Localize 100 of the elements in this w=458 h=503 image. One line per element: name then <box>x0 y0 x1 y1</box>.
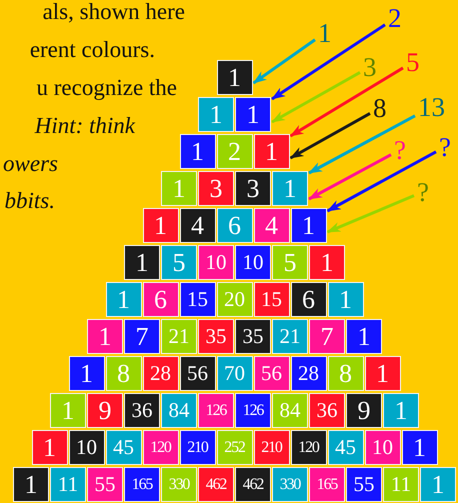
number-cell: 7 <box>309 319 345 354</box>
number-cell: 330 <box>272 467 308 502</box>
number-cell: 1 <box>309 245 345 280</box>
number-cell: 10 <box>364 430 400 465</box>
number-cell: 55 <box>87 467 123 502</box>
arrow <box>271 24 386 100</box>
text-line: u recognize the <box>36 76 177 99</box>
number-cell: 126 <box>198 393 234 428</box>
number-cell: 36 <box>309 393 345 428</box>
number-cell: 1 <box>161 171 197 206</box>
number-cell: 1 <box>328 282 364 317</box>
fibonacci-number: ? <box>394 137 406 164</box>
number-cell: 1 <box>346 319 382 354</box>
number-cell: 6 <box>290 282 326 317</box>
arrow <box>252 38 316 84</box>
number-cell: 84 <box>272 393 308 428</box>
number-cell: 330 <box>161 467 197 502</box>
number-cell: 20 <box>216 282 252 317</box>
number-cell: 210 <box>180 430 216 465</box>
number-cell: 28 <box>142 356 178 391</box>
number-cell: 210 <box>254 430 290 465</box>
number-cell: 165 <box>124 467 160 502</box>
number-cell: 1 <box>420 467 456 502</box>
number-cell: 4 <box>180 208 216 243</box>
number-cell: 1 <box>106 282 142 317</box>
number-cell: 1 <box>254 134 290 169</box>
fibonacci-number: ? <box>417 179 429 206</box>
arrow <box>271 71 361 124</box>
arrow <box>308 153 392 200</box>
number-cell: 5 <box>161 245 197 280</box>
number-cell: 252 <box>216 430 252 465</box>
number-cell: 35 <box>198 319 234 354</box>
number-cell: 1 <box>124 245 160 280</box>
number-cell: 8 <box>106 356 142 391</box>
number-cell: 56 <box>254 356 290 391</box>
arrow <box>326 194 415 234</box>
number-cell: 8 <box>328 356 364 391</box>
number-cell: 120 <box>290 430 326 465</box>
number-cell: 1 <box>402 430 438 465</box>
number-cell: 1 <box>364 356 400 391</box>
number-cell: 120 <box>142 430 178 465</box>
number-cell: 6 <box>216 208 252 243</box>
number-cell: 1 <box>68 356 104 391</box>
number-cell: 5 <box>272 245 308 280</box>
number-cell: 1 <box>198 97 234 132</box>
number-cell: 21 <box>161 319 197 354</box>
number-cell: 1 <box>50 393 86 428</box>
number-cell: 21 <box>272 319 308 354</box>
number-cell: 70 <box>216 356 252 391</box>
arrow <box>308 114 416 174</box>
number-cell: 36 <box>124 393 160 428</box>
arrow <box>326 150 437 212</box>
number-cell: 1 <box>235 97 271 132</box>
number-cell: 462 <box>235 467 271 502</box>
fibonacci-number: 5 <box>406 49 420 76</box>
text-line: erent colours. <box>30 38 155 61</box>
number-cell: 10 <box>68 430 104 465</box>
text-line: Hint: think <box>34 114 135 137</box>
arrow <box>290 112 371 160</box>
number-cell: 1 <box>290 208 326 243</box>
text-line: owers <box>3 152 58 175</box>
text-line: bbits. <box>4 189 55 212</box>
fibonacci-number: 2 <box>388 5 402 32</box>
number-cell: 55 <box>346 467 382 502</box>
number-cell: 35 <box>235 319 271 354</box>
number-cell: 7 <box>124 319 160 354</box>
number-cell: 1 <box>383 393 419 428</box>
number-cell: 1 <box>32 430 68 465</box>
number-cell: 462 <box>198 467 234 502</box>
number-cell: 1 <box>142 208 178 243</box>
number-cell: 28 <box>290 356 326 391</box>
text-line: als, shown here <box>42 0 185 23</box>
number-cell: 3 <box>235 171 271 206</box>
number-cell: 45 <box>328 430 364 465</box>
fibonacci-number: 8 <box>373 95 386 122</box>
number-cell: 4 <box>254 208 290 243</box>
number-cell: 56 <box>180 356 216 391</box>
fibonacci-number: ? <box>439 134 451 161</box>
number-cell: 1 <box>87 319 123 354</box>
fibonacci-number: 3 <box>363 54 376 81</box>
number-cell: 6 <box>142 282 178 317</box>
number-cell: 1 <box>216 60 252 95</box>
number-cell: 11 <box>50 467 86 502</box>
number-cell: 84 <box>161 393 197 428</box>
number-cell: 165 <box>309 467 345 502</box>
arrow <box>290 66 404 138</box>
number-cell: 15 <box>180 282 216 317</box>
number-cell: 1 <box>272 171 308 206</box>
number-cell: 1 <box>180 134 216 169</box>
number-cell: 45 <box>106 430 142 465</box>
fibonacci-number: 13 <box>418 94 445 121</box>
number-cell: 2 <box>216 134 252 169</box>
number-cell: 126 <box>235 393 271 428</box>
number-cell: 3 <box>198 171 234 206</box>
number-cell: 9 <box>346 393 382 428</box>
number-cell: 10 <box>198 245 234 280</box>
number-cell: 11 <box>383 467 419 502</box>
number-cell: 1 <box>13 467 49 502</box>
fibonacci-number: 1 <box>318 20 332 47</box>
number-cell: 9 <box>87 393 123 428</box>
